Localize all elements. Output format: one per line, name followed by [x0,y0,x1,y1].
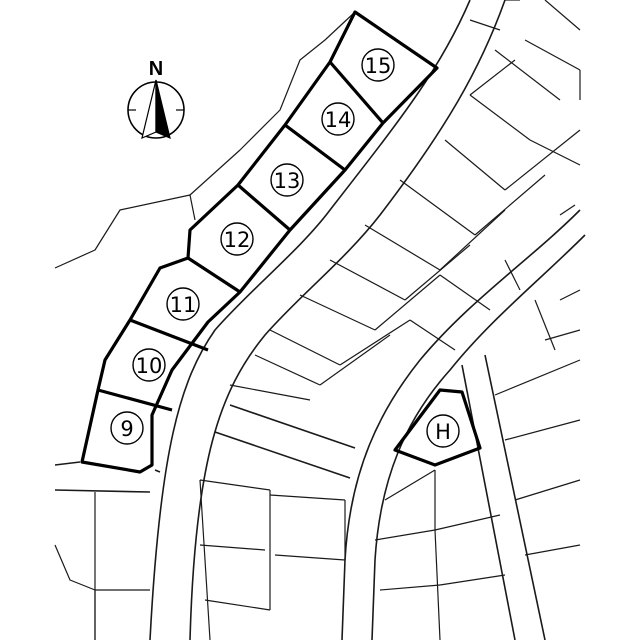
lot-label-12[interactable]: 12 [220,222,254,256]
cross-road-top-edge [229,404,356,449]
second-road-right-edge [371,234,586,640]
parcel-lines [54,0,581,640]
main-road-left-edge [149,0,471,640]
lot-divider-10-9 [97,388,173,412]
lot-divider-11-10 [129,318,209,352]
lot-label-11-text: 11 [170,293,197,317]
main-road-right-edge [189,0,506,640]
lot-h-outline [393,388,482,467]
lot-label-h[interactable]: H [426,414,460,448]
north-arrow-icon: N [127,58,185,140]
lot-divider-14-13 [284,123,346,172]
lot-label-9-text: 9 [120,417,133,441]
east-road-left-edge [461,364,516,640]
west-road-top-edge [54,461,161,473]
lot-labels: 15 14 13 12 11 10 9 H [110,48,460,448]
lot-label-12-text: 12 [224,228,251,252]
west-road-bottom-edge [54,489,151,493]
lots-outline [80,10,439,474]
lot-divider-13-12 [236,183,292,232]
roads [54,0,586,640]
lot-label-13[interactable]: 13 [270,163,304,197]
lot-label-9[interactable]: 9 [110,411,144,445]
lot-label-10[interactable]: 10 [132,348,166,382]
lot-label-13-text: 13 [274,169,301,193]
cross-road-bottom-edge [214,431,351,479]
compass-label: N [149,58,163,80]
lot-divider-12-11 [187,256,241,294]
lot-label-15-text: 15 [365,54,392,78]
lot-label-15[interactable]: 15 [361,48,395,82]
lot-divider-15-14 [328,60,385,125]
lot-label-11[interactable]: 11 [166,287,200,321]
lot-label-14[interactable]: 14 [321,102,355,136]
lot-label-10-text: 10 [136,354,163,378]
east-road-right-edge [484,354,546,640]
highlighted-lots [80,10,439,474]
lot-label-14-text: 14 [325,108,352,132]
lot-label-h-text: H [435,420,451,444]
second-road-left-edge [341,209,581,640]
